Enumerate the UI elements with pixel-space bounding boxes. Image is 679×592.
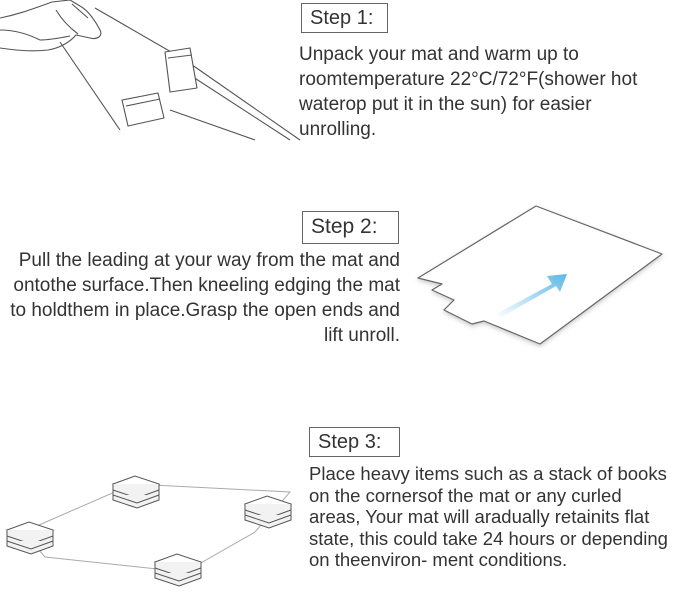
book-stack-top [111,475,161,509]
step1-text: Unpack your mat and warm up to roomtempe… [299,44,638,140]
mat-sheet-long-2 [169,109,256,141]
mat-shape [417,205,663,345]
hand-outline [0,0,102,52]
step2-illustration [417,205,663,345]
mat-sheet-long-3 [189,74,291,141]
step3-text: Place heavy items such as a stack of boo… [309,463,668,570]
step2-text: Pull the leading at your way from the ma… [10,250,400,346]
step1-illustration [0,0,301,141]
mat-edge-bottom [59,41,121,131]
tape-top [164,47,198,93]
step2-label: Step 2: [302,211,399,244]
book-stack-left [5,521,55,555]
tape-bottom [121,92,165,127]
book-stack-right [243,495,293,529]
mat-sheet-long-1 [184,59,301,141]
step3-illustration [5,475,293,587]
book-stack-bottom [153,553,203,587]
step1-label: Step 1: [301,3,388,33]
step3-label: Step 3: [309,427,400,457]
unroll-arrow [496,274,567,318]
